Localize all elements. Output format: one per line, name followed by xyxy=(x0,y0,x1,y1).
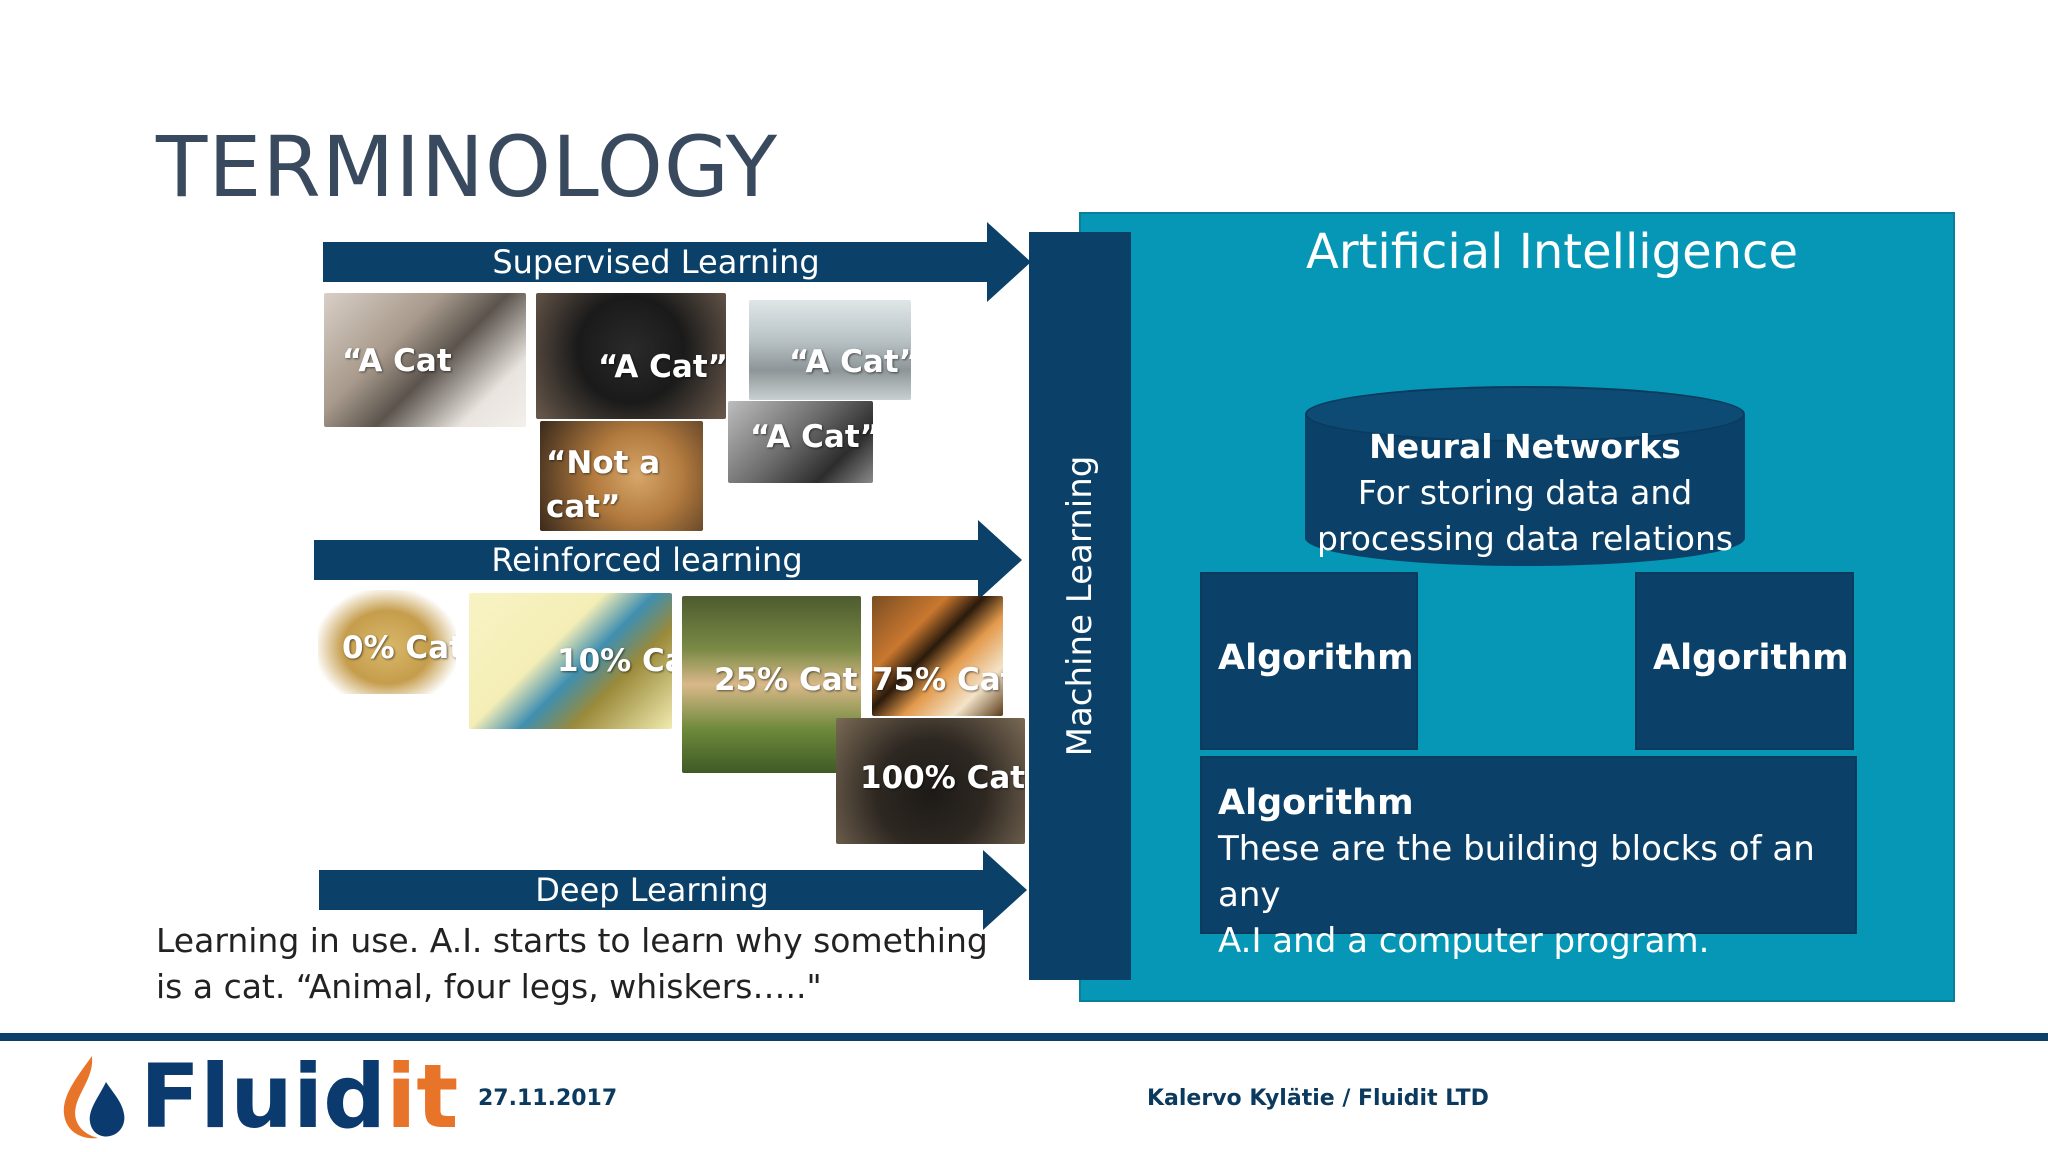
cylinder-top xyxy=(1305,386,1745,442)
neural-networks-cylinder: Neural Networks For storing data and pro… xyxy=(1305,386,1745,566)
arrow-head-icon xyxy=(978,520,1022,600)
deep-learning-description: Learning in use. A.I. starts to learn wh… xyxy=(156,921,988,1006)
puppy-photo: 25% Cat xyxy=(682,596,861,773)
photo-caption: 25% Cat xyxy=(714,662,858,698)
reinforced-learning-arrow: Reinforced learning xyxy=(314,520,1024,600)
algorithm-box-bottom: Algorithm These are the building blocks … xyxy=(1200,756,1857,961)
photo-caption: 10% Cat xyxy=(557,643,672,679)
tabby-cat-photo: “A Cat xyxy=(324,293,526,427)
slide-title: TERMINOLOGY xyxy=(156,118,779,216)
boot-photo: 0% Cat xyxy=(318,590,456,694)
algorithm-description-line1: These are the building blocks of an any xyxy=(1218,829,1815,915)
ai-title: Artificial Intelligence xyxy=(1306,224,1798,280)
black-cat-photo: “A Cat” xyxy=(536,293,726,419)
arrow-head-icon xyxy=(987,222,1031,302)
photo-caption: 0% Cat xyxy=(342,630,456,666)
gray-cat-photo: “A Cat” xyxy=(749,300,911,400)
neural-networks-heading: Neural Networks xyxy=(1369,427,1681,466)
kingfisher-photo: 10% Cat xyxy=(469,593,672,729)
bw-cat-photo: “A Cat” xyxy=(728,401,873,483)
black-cat-sitting-photo: 100% Cat xyxy=(836,718,1025,844)
photo-caption: “A Cat” xyxy=(598,349,726,385)
algorithm-description-line2: A.I and a computer program. xyxy=(1218,921,1710,961)
machine-learning-column: Machine Learning xyxy=(1029,232,1131,980)
flame-drop-icon xyxy=(63,1056,125,1139)
fluidit-logo: Fluidit xyxy=(58,1052,458,1142)
deep-learning-label: Deep Learning xyxy=(319,870,985,910)
algorithm-heading: Algorithm xyxy=(1218,638,1414,678)
footer-author: Kalervo Kylätie / Fluidit LTD xyxy=(1147,1086,1489,1111)
tiger-photo: 75% Cat xyxy=(872,596,1003,716)
supervised-learning-arrow: Supervised Learning xyxy=(323,222,1033,302)
fluidit-logo-text: Fluidit xyxy=(140,1052,458,1142)
logo-text-id: id xyxy=(292,1045,387,1148)
neural-networks-line2: processing data relations xyxy=(1316,519,1734,558)
supervised-learning-label: Supervised Learning xyxy=(323,242,989,282)
algorithm-box-left: Algorithm xyxy=(1200,572,1418,750)
photo-caption: “Not a cat” xyxy=(546,445,661,525)
machine-learning-label: Machine Learning xyxy=(1060,455,1100,757)
algorithm-heading: Algorithm xyxy=(1218,783,1414,823)
logo-text-it: it xyxy=(386,1045,459,1148)
deep-learning-arrow: Deep Learning xyxy=(319,848,1029,930)
neural-networks-line1: For storing data and xyxy=(1357,473,1693,512)
photo-caption: “A Cat” xyxy=(789,344,911,380)
photo-caption: “A Cat xyxy=(342,343,452,379)
reinforced-learning-label: Reinforced learning xyxy=(314,540,980,580)
algorithm-heading: Algorithm xyxy=(1653,638,1849,678)
arrow-head-icon xyxy=(983,850,1027,930)
dog-photo: “Not a cat” xyxy=(540,421,703,531)
photo-caption: 100% Cat xyxy=(860,760,1025,796)
photo-caption: 75% Cat xyxy=(872,662,1003,698)
neural-networks-text: Neural Networks For storing data and pro… xyxy=(1305,424,1745,562)
algorithm-box-right: Algorithm xyxy=(1635,572,1854,750)
photo-caption: “A Cat” xyxy=(750,419,873,455)
footer-date: 27.11.2017 xyxy=(478,1086,618,1111)
footer-divider xyxy=(0,1033,2048,1041)
logo-text-flu: Flu xyxy=(140,1045,293,1148)
